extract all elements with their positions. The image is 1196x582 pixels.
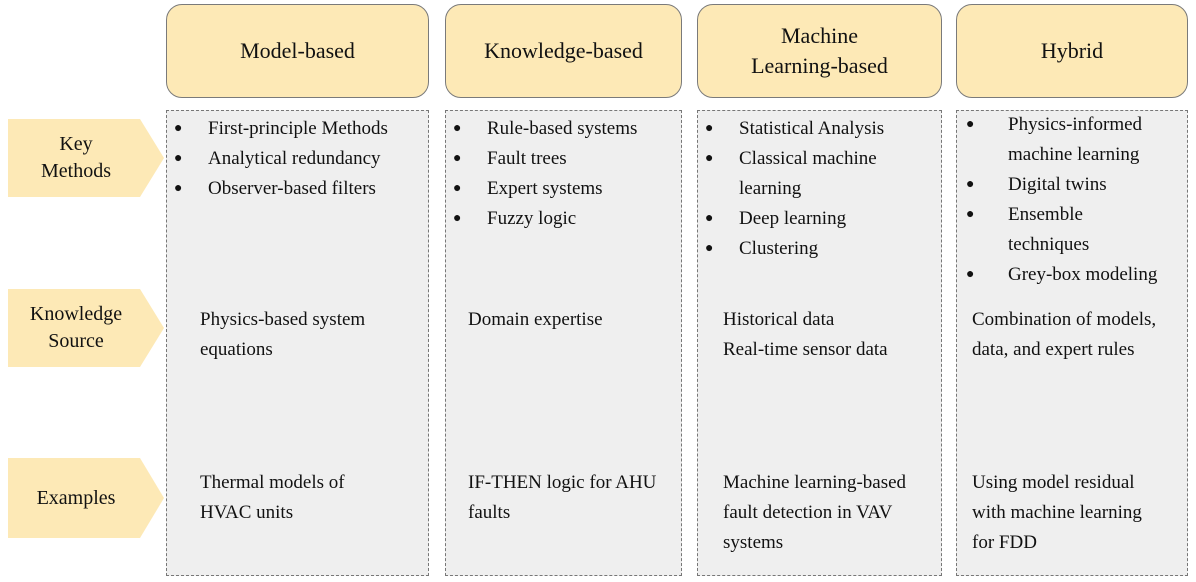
arrow-shape (8, 289, 164, 367)
header-machine-learning-based: Machine Learning-based (697, 4, 942, 98)
methods-list-machine-learning-based: Statistical Analysis Classical machine l… (699, 114, 941, 264)
list-item: Rule-based systems (447, 114, 681, 144)
example-model-based: Thermal models of HVAC units (200, 472, 345, 523)
methods-list-hybrid: Physics-informed machine learning Digita… (960, 110, 1188, 290)
example-knowledge-based: IF-THEN logic for AHU faults (468, 472, 657, 523)
list-item: Fuzzy logic (447, 204, 681, 234)
methods-list-model-based: First-principle Methods Analytical redun… (168, 114, 426, 204)
arrow-shape (8, 458, 164, 538)
example-machine-learning-based: Machine learning-based fault detection i… (723, 472, 907, 553)
row-label-knowledge-source: Knowledge Source (8, 289, 164, 367)
list-item: Physics-informed machine learning (960, 110, 1188, 170)
list-item: Ensemble techniques (960, 200, 1188, 260)
methods-list-knowledge-based: Rule-based systems Fault trees Expert sy… (447, 114, 681, 234)
list-item: Classical machine learning (699, 144, 941, 204)
list-item: Analytical redundancy (168, 144, 426, 174)
header-label: Machine Learning-based (751, 23, 888, 78)
knowledge-hybrid: Combination of models, data, and expert … (972, 309, 1157, 360)
header-hybrid: Hybrid (956, 4, 1188, 98)
list-item: Digital twins (960, 170, 1188, 200)
list-item: Clustering (699, 234, 941, 264)
list-item: First-principle Methods (168, 114, 426, 144)
knowledge-knowledge-based: Domain expertise (468, 309, 603, 330)
knowledge-model-based: Physics-based system equations (200, 309, 366, 360)
header-label: Hybrid (1040, 38, 1104, 63)
header-knowledge-based: Knowledge-based (445, 4, 682, 98)
list-item: Observer-based filters (168, 174, 426, 204)
knowledge-machine-learning-based: Historical data Real-time sensor data (723, 309, 888, 360)
list-item: Fault trees (447, 144, 681, 174)
header-model-based: Model-based (166, 4, 429, 98)
arrow-shape (8, 119, 164, 197)
header-label: Knowledge-based (484, 38, 643, 63)
list-item: Deep learning (699, 204, 941, 234)
list-item: Statistical Analysis (699, 114, 941, 144)
header-label: Model-based (240, 38, 355, 63)
row-label-key-methods: Key Methods (8, 119, 164, 197)
example-hybrid: Using model residual with machine learni… (972, 472, 1142, 553)
list-item: Grey-box modeling (960, 260, 1188, 290)
list-item: Expert systems (447, 174, 681, 204)
row-label-examples: Examples (8, 458, 164, 538)
